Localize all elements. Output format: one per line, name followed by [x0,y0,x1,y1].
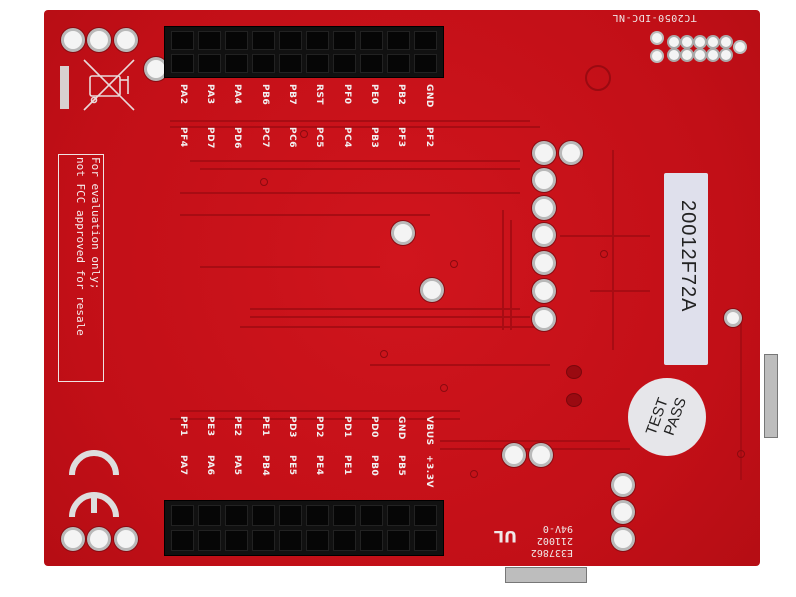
pin-label: PD2 [314,416,324,438]
pin-label: PE1 [260,416,270,437]
through-hole [394,224,412,242]
through-hole [64,530,82,548]
pin-label: PD1 [342,416,352,438]
pin-label: PA7 [178,455,188,476]
through-hole [117,31,135,49]
pin-label: PF1 [178,416,188,437]
pin-label: GND [396,416,406,440]
fiducial-mark [585,65,611,91]
weee-bin-icon [83,59,135,111]
pin-label: PB0 [369,455,379,477]
pin-label: PC6 [287,127,297,148]
pin-label: PE0 [369,84,379,105]
top-pin-header [164,26,444,78]
through-hole [64,31,82,49]
disclaimer-line-1: For evaluation only; [89,157,102,290]
pin-label: PA2 [178,84,188,105]
through-hole [614,503,632,521]
pin-label: PA6 [205,455,215,476]
silkscreen-bar [60,66,69,109]
through-hole [727,312,739,324]
pin-label: PD6 [232,127,242,149]
pin-label: PD3 [287,416,297,438]
pin-label: PA3 [205,84,215,105]
ul-line-211002: 211002 [536,535,573,546]
smd-pad [566,365,582,379]
serial-number-text: 20012F72A [677,200,699,313]
bottom-pin-header [164,500,444,556]
pin-label: PF4 [178,127,188,148]
pin-label: PB2 [396,84,406,106]
ce-mark-icon [69,450,119,518]
pin-label: PC4 [342,127,352,148]
pin-label: PC7 [260,127,270,148]
ul-marking: E337862 211002 94V-0 UL [493,512,573,558]
pin-label: PE2 [232,416,242,437]
pin-label: PB6 [260,84,270,106]
pin-label: PF2 [424,127,434,148]
test-pass-sticker [628,378,706,456]
through-hole [505,446,523,464]
through-hole [614,476,632,494]
pin-label: PB5 [396,455,406,477]
pin-label: PF0 [342,84,352,105]
smd-pad [566,393,582,407]
serial-number-sticker [664,173,708,365]
usb-connector-bottom [505,567,587,583]
pin-label: GND [424,84,434,108]
pin-label: PB7 [287,84,297,106]
through-hole [614,530,632,548]
pin-label: +3.3V [424,455,434,488]
through-hole [147,60,165,78]
disclaimer-box [58,154,104,382]
pin-label: PE5 [287,455,297,476]
pin-label: PD7 [205,127,215,149]
disclaimer-line-2: not FCC approved for resale [74,157,87,336]
pin-label: PD0 [369,416,379,438]
through-hole [90,31,108,49]
tc2050-label: TC2050-IDC-NL [612,12,697,23]
ul-logo-icon: UL [493,527,517,546]
pin-label: PB3 [369,127,379,149]
pin-label: PE3 [205,416,215,437]
pin-label: PB4 [260,455,270,477]
ul-line-e337862: E337862 [530,547,573,558]
pin-label: RST [314,84,324,106]
pin-label: PA4 [232,84,242,105]
pin-label: PE4 [314,455,324,476]
pin-label: VBUS [424,416,434,446]
through-hole [90,530,108,548]
pin-label: PA5 [232,455,242,476]
through-hole [532,446,550,464]
ul-line-94v0: 94V-0 [542,523,573,534]
disclaimer-text: For evaluation only; not FCC approved fo… [73,157,103,336]
pcb-board [44,10,760,566]
pin-label: PF3 [396,127,406,148]
pin-label: PC5 [314,127,324,148]
usb-connector-right [764,354,778,438]
through-hole [423,281,441,299]
pin-label: PE1 [342,455,352,476]
through-hole [117,530,135,548]
